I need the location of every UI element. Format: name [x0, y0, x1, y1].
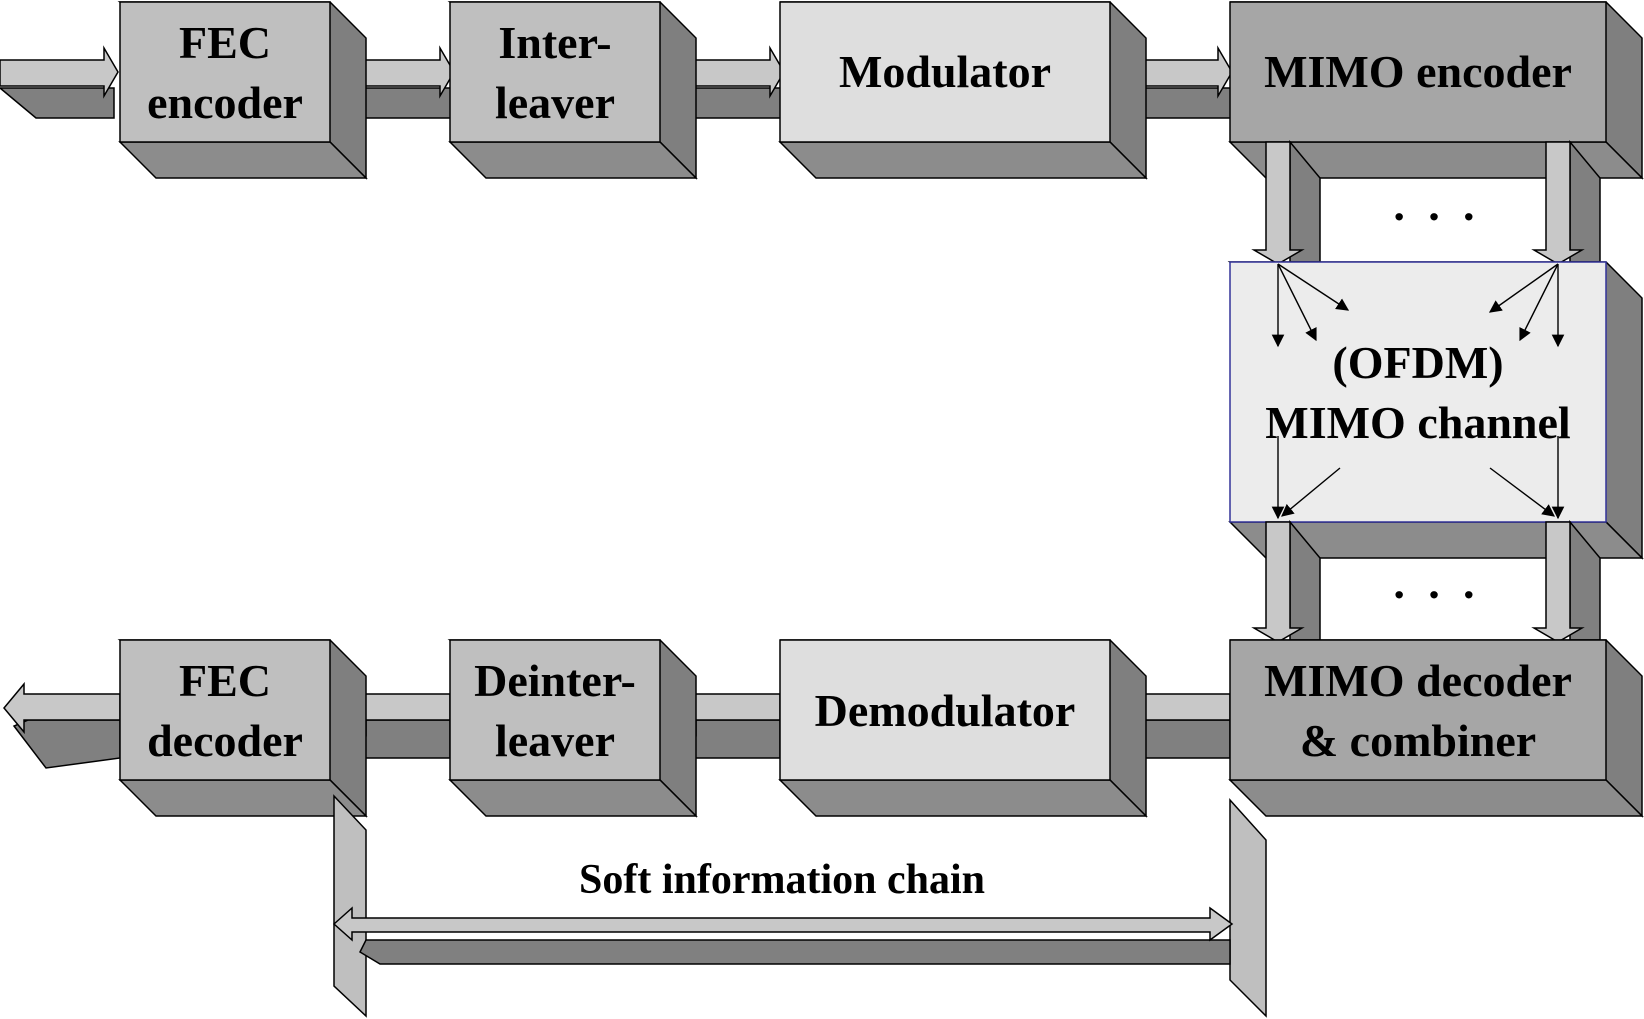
- interleaver-label-line1: Inter-: [498, 17, 611, 68]
- mimo-decoder-label-line2: & combiner: [1300, 715, 1536, 766]
- modulator-block: Modulator: [778, 1, 1148, 180]
- mimo-decoder-label-line1: MIMO decoder: [1264, 655, 1572, 706]
- fec-decoder-label-line1: FEC: [179, 655, 271, 706]
- antenna-ellipsis-top: · · ·: [1391, 191, 1480, 242]
- arrow-channel-to-mimo-decoder-left: [1251, 519, 1321, 643]
- deinterleaver-label-line2: leaver: [495, 715, 615, 766]
- fec-decoder-block: FEC decoder: [117, 639, 368, 818]
- mimo-channel-block: (OFDM) MIMO channel: [1227, 261, 1644, 560]
- soft-information-chain-label: Soft information chain: [579, 857, 985, 903]
- arrow-mimo-decoder-to-demodulator: [1117, 681, 1231, 759]
- arrow-input-to-fec-encoder: [0, 45, 119, 119]
- mimo-decoder-block: MIMO decoder & combiner: [1228, 639, 1644, 818]
- interleaver-block: Inter- leaver: [447, 1, 698, 180]
- interleaver-label-line2: leaver: [495, 77, 615, 128]
- modulator-label: Modulator: [839, 46, 1051, 97]
- deinterleaver-label-line1: Deinter-: [474, 655, 636, 706]
- channel-label-line1: (OFDM): [1332, 337, 1503, 388]
- arrow-deinterleaver-to-fec-decoder: [339, 681, 451, 759]
- fec-decoder-label-line2: decoder: [147, 715, 303, 766]
- arrow-mimo-encoder-to-channel-left: [1251, 139, 1321, 265]
- channel-paths: [1271, 263, 1565, 520]
- fec-encoder-label-line1: FEC: [179, 17, 271, 68]
- fec-encoder-block: FEC encoder: [117, 1, 368, 180]
- demodulator-block: Demodulator: [778, 639, 1148, 818]
- channel-label-line2: MIMO channel: [1265, 397, 1570, 448]
- mimo-encoder-block: MIMO encoder: [1228, 1, 1644, 180]
- mimo-encoder-label: MIMO encoder: [1264, 46, 1572, 97]
- deinterleaver-block: Deinter- leaver: [447, 639, 698, 818]
- demodulator-label: Demodulator: [815, 685, 1076, 736]
- soft-information-chain: Soft information chain: [332, 794, 1267, 1018]
- arrow-mimo-encoder-to-channel-right: [1531, 139, 1601, 265]
- fec-encoder-label-line2: encoder: [147, 77, 303, 128]
- antenna-ellipsis-bottom: · · ·: [1391, 569, 1480, 620]
- arrow-channel-to-mimo-decoder-right: [1531, 519, 1601, 643]
- arrow-fec-decoder-output: [3, 681, 121, 769]
